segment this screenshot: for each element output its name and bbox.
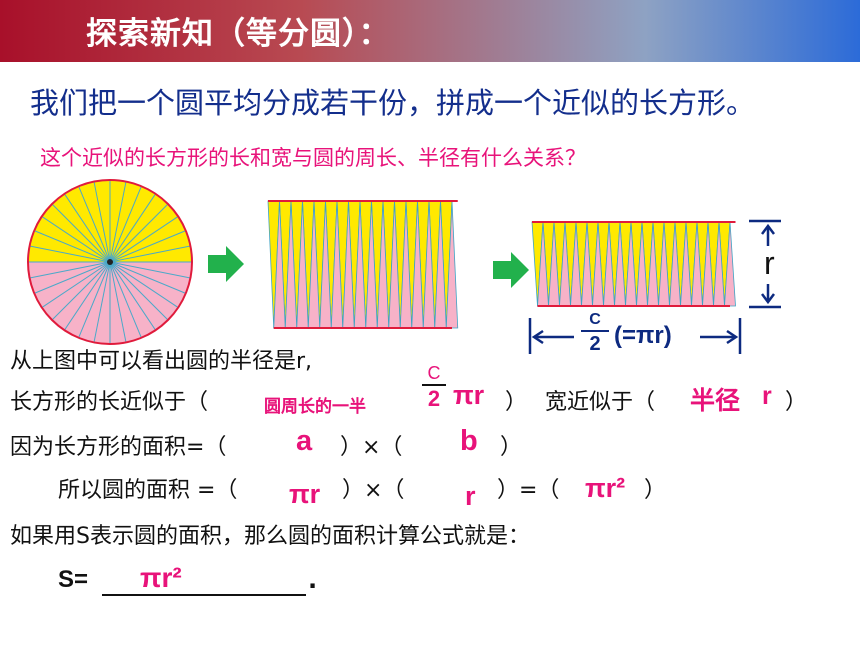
fraction-bar: [581, 330, 609, 332]
rearranged-rectangle-2: [531, 221, 736, 307]
circle-area-times: ）×（: [342, 478, 405, 503]
circle-sector-line: [109, 186, 142, 263]
c-over-2-fraction: C 2: [422, 364, 446, 410]
half-circumference-fraction: C 2: [581, 312, 609, 354]
circle-sector-line: [109, 216, 179, 263]
circle-sector-line: [41, 261, 111, 308]
circle-sector-line: [109, 261, 127, 343]
width-prefix: 宽近似于（: [545, 390, 656, 415]
length-dimension: [528, 318, 742, 354]
circle-sector-line: [78, 186, 111, 263]
circle-sector-line: [34, 230, 111, 263]
circle-sector-line: [109, 261, 179, 308]
circle-sector-line: [109, 245, 191, 263]
fraction-numerator-c: C: [589, 311, 601, 328]
area-answer-b: b: [460, 425, 478, 457]
formula-answer: πr²: [140, 562, 182, 593]
circle-sector-line: [93, 261, 111, 343]
arrow-right-1-icon: [208, 246, 244, 282]
circle-sector-line: [109, 261, 191, 279]
circle-area-answer-pi-r: πr: [289, 479, 321, 509]
area-close: ）: [500, 435, 523, 460]
circle-area-prefix: 所以圆的面积 =（: [58, 478, 238, 503]
circle-sector-line: [29, 261, 111, 279]
header-banner: 探索新知（等分圆）：: [0, 0, 860, 62]
circle-sector-line: [109, 261, 186, 294]
circle-sector-line: [34, 261, 111, 294]
circle-outline: [27, 179, 193, 345]
circle-center: [107, 259, 113, 265]
circle-sector-line: [41, 216, 111, 263]
formula-blank-underline: [102, 594, 306, 596]
circle-sector-line: [29, 245, 111, 263]
c-denominator: 2: [427, 386, 441, 411]
circle-sector-line: [109, 181, 127, 263]
radius-statement: 从上图中可以看出圆的半径是r,: [10, 349, 313, 374]
length-answer-pi-r: πr: [453, 380, 485, 410]
radius-dimension: [749, 219, 781, 309]
circle-sector-line: [109, 261, 142, 338]
area-statement-prefix: 因为长方形的面积=（: [10, 435, 227, 460]
circle-area-close: ）: [644, 478, 667, 503]
pi-r-label: (=πr): [614, 322, 672, 349]
circle-sector-line: [109, 261, 169, 321]
width-close: ）: [785, 390, 808, 415]
intro-text: 我们把一个圆平均分成若干份，拼成一个近似的长方形。: [30, 86, 756, 120]
page-title: 探索新知（等分圆）：: [86, 16, 391, 52]
circle-sector-line: [51, 261, 111, 321]
fraction-denominator: 2: [589, 333, 601, 355]
formula-statement: 如果用S表示圆的面积，那么圆的面积计算公式就是：: [10, 524, 530, 549]
length-close: ）: [505, 390, 528, 415]
area-times: ）×（: [340, 435, 403, 460]
circle-area-equals: ）=（: [497, 478, 560, 503]
circle-sector-line: [78, 261, 111, 338]
circle-sector-line: [109, 193, 156, 263]
circle-sector-line: [109, 230, 186, 263]
circle-sector-line: [109, 261, 156, 331]
circle-sector-line: [64, 193, 111, 263]
length-prefix: 长方形的长近似于（: [10, 390, 209, 415]
circle-sector-line: [93, 181, 111, 263]
formula-period: .: [308, 566, 318, 594]
half-circumference-note: 圆周长的一半: [264, 397, 366, 416]
area-answer-a: a: [296, 425, 313, 457]
circle-area-answer-pi-r-squared: πr²: [585, 473, 626, 503]
c-numerator: C: [427, 363, 441, 383]
width-answer-radius: 半径: [690, 387, 741, 415]
formula-s-label: S=: [58, 566, 89, 593]
rearranged-rectangle-1: [267, 200, 459, 329]
arrow-right-2-icon: [493, 252, 529, 288]
question-text: 这个近似的长方形的长和宽与圆的周长、半径有什么关系？: [40, 146, 586, 170]
c-fraction-bar: [422, 384, 446, 386]
circle-sector-line: [51, 203, 111, 263]
radius-label: r: [764, 245, 775, 281]
circle-sector-line: [109, 203, 169, 263]
divided-circle: [27, 179, 193, 345]
circle-sector-line: [64, 261, 111, 331]
width-answer-r: r: [762, 382, 772, 410]
circle-area-answer-r: r: [465, 481, 476, 511]
